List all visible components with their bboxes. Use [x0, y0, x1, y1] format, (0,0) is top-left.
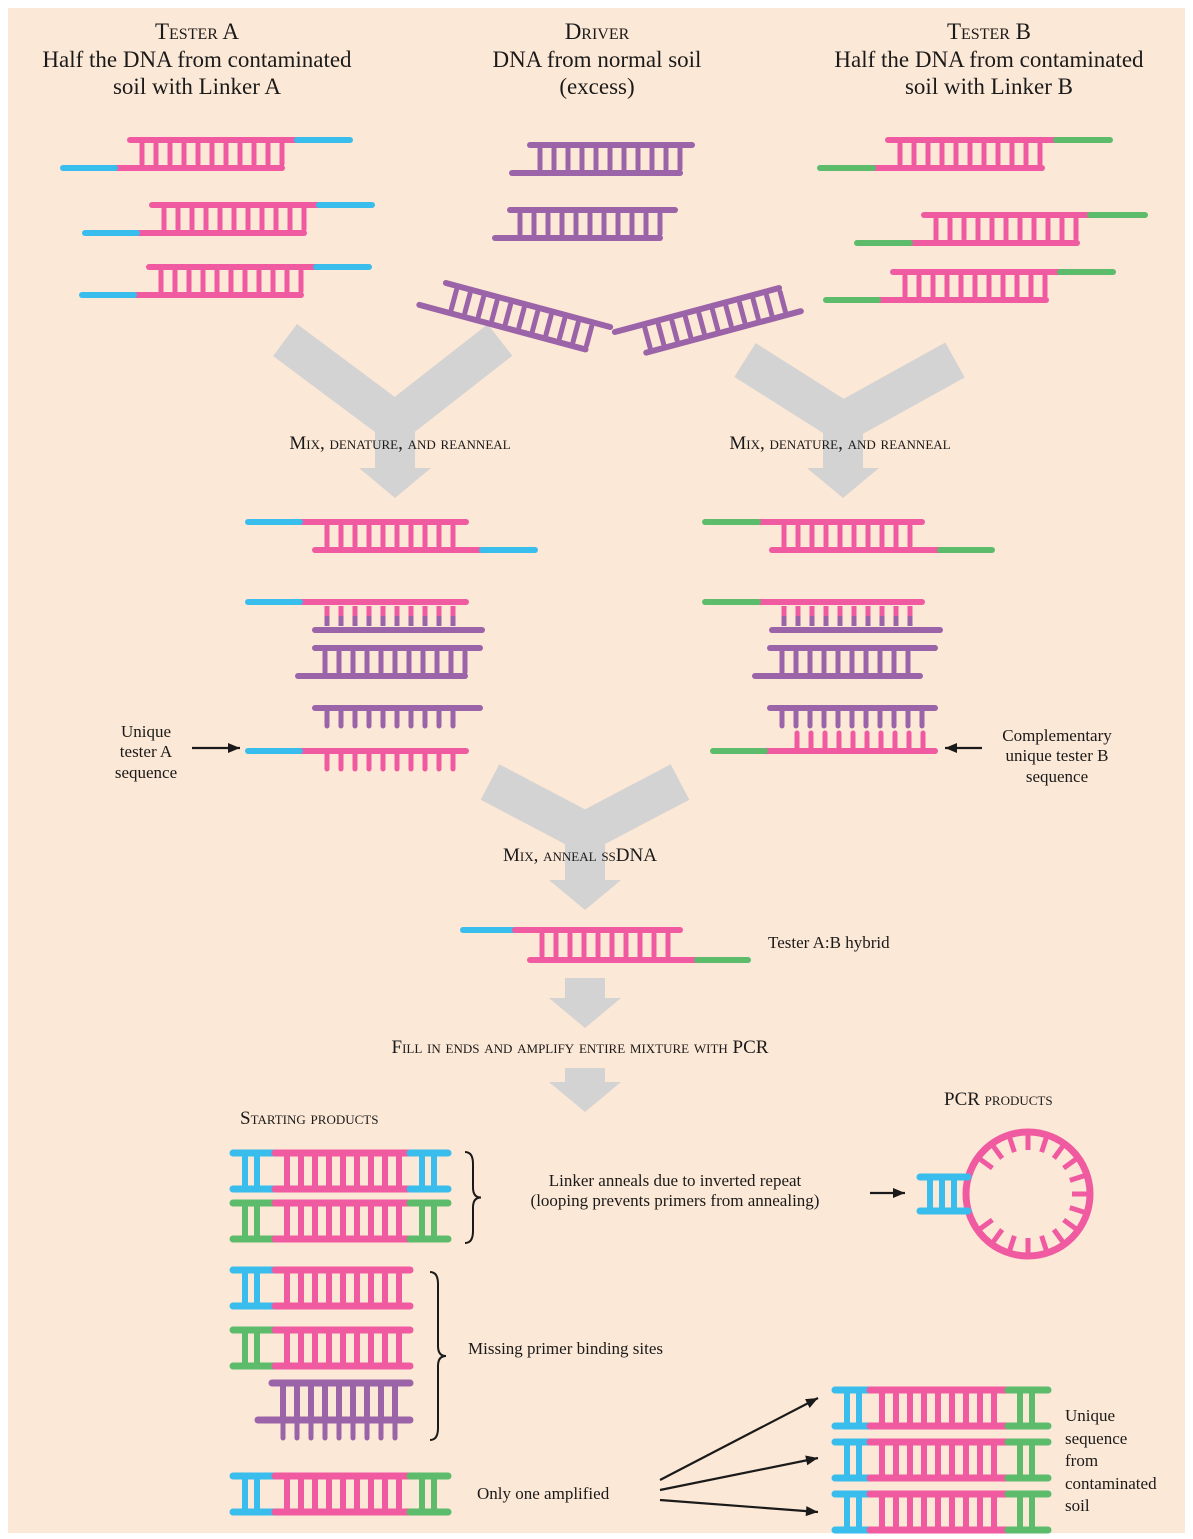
figure-panel [8, 8, 1185, 1533]
label-unique-tester-a: Unique tester A sequence [96, 722, 196, 783]
header-tester-b-line1: Half the DNA from contaminated [834, 46, 1144, 72]
dna-tester-ab-hybrid [460, 927, 751, 963]
dna-pcr-product [831, 1386, 1052, 1430]
header-tester-b-line2: soil with Linker B [904, 74, 1074, 100]
dna-pcr-product [831, 1438, 1052, 1482]
label-pcr-products: PCR products [944, 1089, 1053, 1110]
label-unique-tester-a-3: sequence [114, 762, 178, 782]
header-driver: Driver DNA from normal soil (excess) [397, 18, 797, 101]
label-unique-sequence-1: Unique [1065, 1406, 1116, 1425]
label-hybrid: Tester A:B hybrid [768, 933, 890, 952]
label-unique-tester-a-1: Unique [120, 722, 172, 741]
pointer-arrow-icon [659, 1397, 819, 1481]
label-starting-products: Starting products [240, 1108, 379, 1129]
label-linker-anneals-2: (looping prevents primers from annealing… [530, 1191, 820, 1211]
ssdna-driver [255, 1417, 413, 1441]
pointer-arrow-icon [870, 1188, 905, 1198]
dna-starting-product [229, 1326, 414, 1370]
dna-starting-product [254, 1379, 414, 1424]
dna-hybrid-b-driver [702, 599, 943, 633]
dna-tester-b [817, 137, 1113, 171]
pointer-arrow-icon [659, 1455, 819, 1492]
ssdna-driver [767, 705, 938, 729]
label-complementary-b-3: sequence [1025, 766, 1089, 786]
dna-starting-product [229, 1199, 452, 1243]
dna-tester-b [854, 212, 1148, 246]
dna-starting-product [229, 1149, 452, 1193]
label-unique-sequence-3: from [1065, 1451, 1099, 1471]
process-arrow-icon [549, 978, 621, 1028]
label-complementary-b-1: Complementary [1002, 726, 1112, 745]
step-anneal-ssdna: Mix, anneal ssDNA [503, 845, 657, 866]
header-tester-a-title: Tester A [154, 19, 240, 44]
dna-reannealed-b [702, 519, 995, 553]
label-missing-primer: Missing primer binding sites [468, 1339, 664, 1358]
process-arrow-icon [480, 764, 690, 910]
label-linker-anneals-1: Linker anneals due to inverted repeat [548, 1171, 802, 1190]
label-unique-sequence-2: sequence [1065, 1428, 1128, 1448]
dna-driver [509, 142, 695, 176]
label-unique-sequence: Unique sequence from contaminated soil [1065, 1405, 1157, 1518]
header-tester-a-line1: Half the DNA from contaminated [42, 46, 352, 72]
header-driver-line1: DNA from normal soil [492, 46, 702, 72]
process-arrow-icon [273, 323, 513, 498]
label-unique-tester-a-2: tester A [119, 742, 173, 762]
bracket-icon [429, 1271, 447, 1441]
dna-pcr-product [831, 1490, 1052, 1534]
pointer-arrow-icon [945, 743, 982, 753]
pointer-arrow-icon [659, 1498, 819, 1517]
header-tester-b: Tester B Half the DNA from contaminated … [789, 18, 1189, 101]
dna-starting-product [229, 1472, 452, 1516]
step-fill-in: Fill in ends and amplify entire mixture … [391, 1037, 769, 1058]
dna-tester-a [82, 202, 375, 236]
ssdna-driver [312, 705, 483, 729]
header-driver-title: Driver [564, 19, 630, 44]
ssdna-unique-tester-a [245, 748, 469, 772]
step-mix-left: Mix, denature, and reanneal [289, 433, 511, 454]
header-tester-b-title: Tester B [946, 19, 1032, 44]
dna-reannealed-a [245, 519, 538, 553]
process-arrow-icon [549, 1068, 621, 1112]
label-complementary-b-2: unique tester B [1005, 746, 1109, 766]
label-only-one: Only one amplified [477, 1484, 610, 1503]
dna-driver [611, 285, 804, 356]
pointer-arrow-icon [192, 743, 240, 753]
dna-tester-a [60, 137, 353, 171]
dna-tester-a [79, 264, 372, 298]
header-tester-a: Tester A Half the DNA from contaminated … [0, 18, 397, 101]
dna-driver-dup [295, 645, 483, 679]
header-driver-line2: (excess) [559, 74, 635, 100]
ssdna-complementary-b [710, 730, 938, 754]
dna-driver-dup [752, 645, 938, 679]
step-mix-right: Mix, denature, and reanneal [729, 433, 951, 454]
dna-driver [416, 280, 614, 353]
dna-starting-product [229, 1266, 414, 1310]
bracket-icon [464, 1151, 482, 1244]
label-unique-sequence-4: contaminated [1065, 1473, 1157, 1493]
process-arrow-icon [734, 342, 965, 498]
label-unique-sequence-5: soil [1065, 1496, 1090, 1516]
dna-tester-b [823, 269, 1116, 303]
label-linker-anneals: Linker anneals due to inverted repeat (l… [480, 1171, 870, 1212]
dna-loop-product [916, 1128, 1094, 1260]
label-complementary-b: Complementary unique tester B sequence [977, 726, 1137, 787]
dna-hybrid-a-driver [245, 599, 485, 633]
dna-driver [492, 207, 678, 241]
header-tester-a-line2: soil with Linker A [112, 74, 282, 100]
